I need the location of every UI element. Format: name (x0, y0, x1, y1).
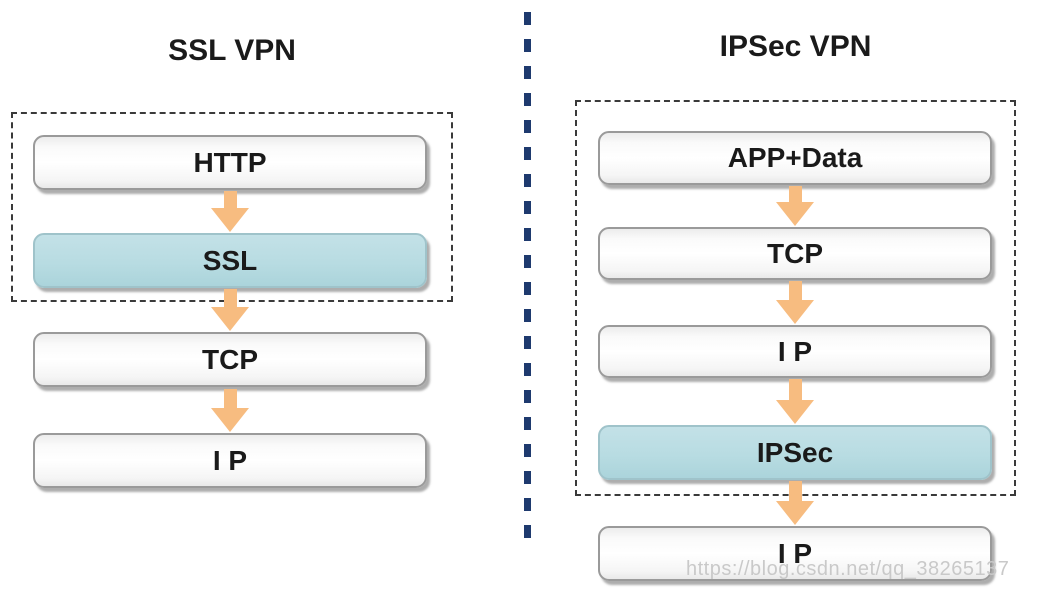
layer-label: I P (212, 444, 248, 476)
layer-box-app-data: APP+Data (598, 131, 992, 185)
ssl-vpn-title: SSL VPN (168, 34, 296, 67)
layer-label: SSL (202, 244, 258, 276)
layer-label: I P (777, 335, 813, 367)
down-arrow-icon (776, 481, 814, 525)
layer-box-tcp-right: TCP (598, 227, 992, 280)
down-arrow-icon (776, 281, 814, 324)
layer-label: HTTP (193, 146, 267, 178)
layer-label: IPSec (756, 436, 834, 468)
layer-box-ip-left: I P (33, 433, 427, 488)
layer-box-ip-bottom: I P (598, 526, 992, 581)
down-arrow-icon (776, 186, 814, 226)
layer-box-ip-middle: I P (598, 325, 992, 378)
layer-box-ssl: SSL (33, 233, 427, 288)
down-arrow-icon (211, 191, 249, 232)
layer-box-ipsec: IPSec (598, 425, 992, 480)
ipsec-vpn-title: IPSec VPN (719, 30, 872, 63)
layer-box-http: HTTP (33, 135, 427, 190)
layer-label: TCP (767, 237, 823, 269)
layer-label: TCP (202, 343, 258, 375)
watermark-url: https://blog.csdn.net/qq_38265137 (686, 558, 1010, 580)
layer-box-tcp-left: TCP (33, 332, 427, 387)
column-divider-dashed-line (524, 12, 531, 540)
layer-label: APP+Data (727, 142, 863, 173)
layer-label: I P (777, 537, 813, 569)
down-arrow-icon (776, 379, 814, 424)
down-arrow-icon (211, 289, 249, 331)
down-arrow-icon (211, 389, 249, 432)
